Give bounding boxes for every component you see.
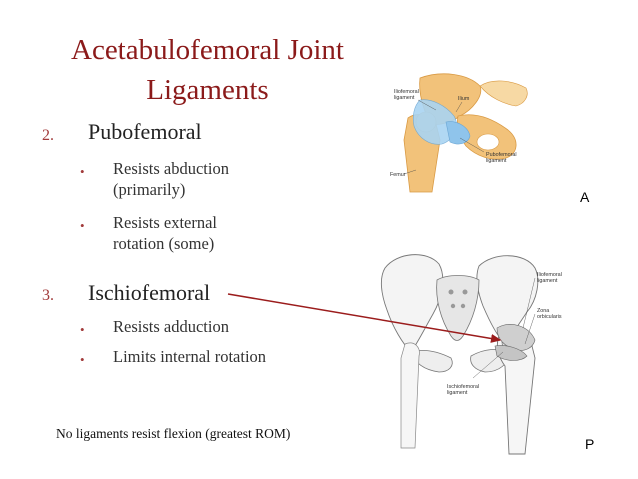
bullet-dot: •	[80, 322, 85, 337]
title-line-1: Acetabulofemoral Joint	[71, 34, 344, 66]
sacral-foramen	[462, 289, 468, 295]
ischiofemoral-ligament-shape	[494, 345, 528, 361]
anterior-hip-illustration: Iliofemoral ligament Ilium Femur Pubofem…	[390, 73, 528, 193]
label-iliofemoral: Iliofemoral	[537, 272, 562, 278]
label-ligament: ligament	[447, 390, 468, 396]
left-ischium	[410, 350, 453, 373]
iliofemoral-ligament-posterior	[496, 324, 536, 351]
posterior-view-letter: P	[585, 436, 595, 452]
arrow-line	[227, 293, 502, 343]
label-ligament: ligament	[486, 158, 507, 164]
left-femur	[400, 342, 420, 449]
label-ischiofemoral: Ischiofemoral	[447, 384, 479, 390]
sacrum	[436, 275, 480, 341]
section-number: 3.	[42, 287, 54, 304]
bullet-text: Limits internal rotation	[113, 346, 266, 367]
sacrum-bone	[479, 80, 528, 107]
label-ligament: ligament	[394, 95, 415, 101]
label-pubofemoral: Pubofemoral	[486, 152, 517, 158]
bullet-line: (primarily)	[113, 180, 186, 199]
bullet-line: Limits internal rotation	[113, 347, 267, 366]
bullet-line: Resists abduction	[113, 159, 229, 178]
posterior-hip-illustration: Iliofemoral ligament Zona orbicularis Is…	[380, 254, 562, 455]
title-line-2: Ligaments	[146, 74, 269, 106]
slide-title: Acetabulofemoral Joint Ligaments	[40, 30, 375, 110]
section-heading-pubofemoral: Pubofemoral	[88, 119, 202, 144]
bullet-line: Resists adduction	[113, 317, 229, 336]
label-iliofemoral: Iliofemoral	[394, 89, 419, 95]
bullet-dot: •	[80, 218, 85, 233]
left-ilium	[380, 254, 444, 353]
bullet-line: Resists external	[113, 213, 218, 232]
bullet-text: Resists adduction	[113, 316, 229, 337]
section-number: 2.	[42, 127, 54, 144]
footnote: No ligaments resist flexion (greatest RO…	[56, 426, 291, 441]
bullet-line: rotation (some)	[113, 234, 215, 253]
section-heading-ischiofemoral: Ischiofemoral	[88, 280, 211, 305]
pubofemoral-ligament-shape	[445, 121, 471, 145]
anterior-view-letter: A	[580, 189, 590, 205]
sacral-foramen	[460, 303, 466, 309]
label-ligament: ligament	[537, 278, 558, 284]
label-orbicularis: orbicularis	[537, 314, 562, 320]
bullet-text: Resists external rotation (some)	[113, 212, 217, 254]
bullet-dot: •	[80, 352, 85, 367]
label-zona: Zona	[537, 308, 549, 314]
bullet-dot: •	[80, 164, 85, 179]
obturator-foramen	[476, 133, 500, 151]
iliofemoral-ligament	[412, 99, 457, 145]
bullet-text: Resists abduction (primarily)	[113, 158, 229, 200]
sacral-foramen	[450, 303, 456, 309]
label-ilium: Ilium	[458, 96, 470, 102]
sacral-foramen	[448, 289, 454, 295]
label-femur: Femur	[390, 172, 406, 178]
